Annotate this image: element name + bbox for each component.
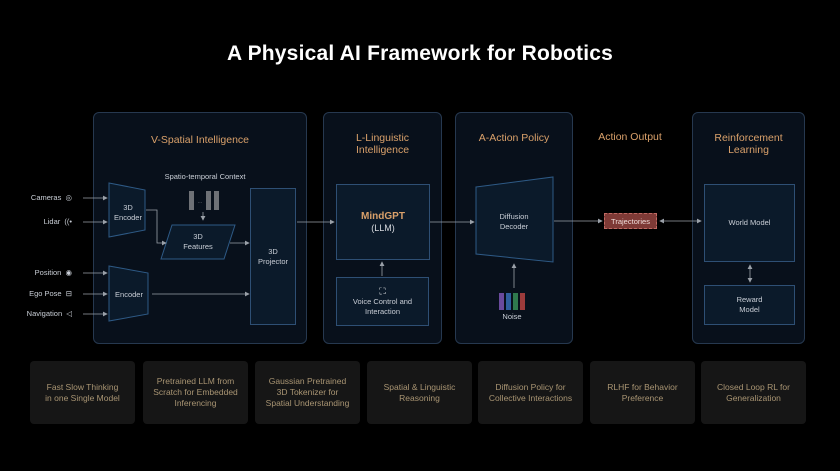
card-line: Fast Slow Thinking xyxy=(46,381,119,392)
encoder-label: Encoder xyxy=(115,290,143,299)
world-model-node: World Model xyxy=(704,184,795,262)
context-bar xyxy=(206,191,211,210)
input-cameras: Cameras ◎ xyxy=(31,193,72,202)
diffusion-decoder-shape xyxy=(475,176,554,263)
noise-bar xyxy=(513,293,518,310)
panel-heading: A-Action Policy xyxy=(478,132,550,144)
panel-heading: Reinforcement Learning xyxy=(693,132,804,156)
node-line: Model xyxy=(739,305,760,314)
reward-model-node: Reward Model xyxy=(704,285,795,325)
encoder-shape xyxy=(108,265,149,322)
card-line: Diffusion Policy for xyxy=(495,381,566,392)
node-line: Reward xyxy=(736,295,763,304)
navigation-arrow-icon: ◁ xyxy=(66,309,72,318)
noise-bar xyxy=(499,293,504,310)
card-line: Closed Loop RL for xyxy=(717,381,790,392)
card-line: Inferencing xyxy=(174,398,217,408)
panel-heading: L-Linguistic Intelligence xyxy=(324,132,441,156)
card-line: Reasoning xyxy=(399,392,440,403)
node-line: Decoder xyxy=(499,222,529,231)
page-title: A Physical AI Framework for Robotics xyxy=(226,42,614,65)
location-pin-icon: ◉ xyxy=(65,268,72,277)
card-line: RLHF for Behavior xyxy=(607,381,678,392)
card-line: Preference xyxy=(621,392,664,403)
card-line: Generalization xyxy=(726,392,781,403)
card-line: Scratch for Embedded xyxy=(153,387,238,397)
features-3d-shape xyxy=(160,224,236,260)
input-ego-pose: Ego Pose ⊟ xyxy=(29,289,72,298)
context-bar xyxy=(214,191,219,210)
card-line: Collective Interactions xyxy=(488,392,573,403)
node-line: Projector xyxy=(257,256,288,266)
heading-line: Reinforcement xyxy=(714,132,783,144)
card-line: Spatial & Linguistic xyxy=(383,381,456,392)
input-label: Position xyxy=(34,268,62,277)
heading-line: L-Linguistic xyxy=(355,132,410,144)
camera-icon: ◎ xyxy=(65,193,72,202)
voice-control-node: ⛶ Voice Control and Interaction xyxy=(336,277,429,326)
panel-heading: V-Spatial Intelligence xyxy=(150,134,250,146)
card-line: 3D Tokenizer for xyxy=(276,387,339,397)
context-ellipsis: ... xyxy=(198,199,202,205)
input-label: Cameras xyxy=(30,193,62,202)
mindgpt-node: MindGPT (LLM) xyxy=(336,184,430,260)
features-3d-label: 3D Features xyxy=(168,232,228,252)
card-line: Gaussian Pretrained xyxy=(268,376,347,386)
mindgpt-name: MindGPT xyxy=(361,211,405,222)
noise-bar xyxy=(506,293,511,310)
spatio-temporal-context-label: Spatio-temporal Context xyxy=(164,172,246,181)
heading-line: Learning xyxy=(728,144,769,156)
encoder-3d-label: 3D Encoder xyxy=(113,203,143,223)
encoder-3d-shape xyxy=(108,182,146,238)
node-line: 3D xyxy=(123,203,133,212)
card-line: in one Single Model xyxy=(45,392,120,403)
diffusion-decoder-label: Diffusion Decoder xyxy=(484,212,544,232)
flow-icon: ⛶ xyxy=(379,286,386,296)
input-label: Ego Pose xyxy=(29,289,62,298)
card-line: Spatial Understanding xyxy=(265,398,350,408)
node-line: 3D xyxy=(268,246,278,256)
input-lidar: Lidar ((• xyxy=(44,217,72,226)
trajectories-node: Trajectories xyxy=(604,213,657,229)
card-line: Pretrained LLM from xyxy=(156,376,235,386)
panel-heading-action-output: Action Output xyxy=(598,131,662,143)
context-bar xyxy=(189,191,194,210)
node-line: Voice Control and xyxy=(352,297,413,306)
node-line: Diffusion xyxy=(499,212,529,221)
node-line: Encoder xyxy=(114,213,142,222)
lidar-icon: ((• xyxy=(64,217,72,226)
mindgpt-sub: (LLM) xyxy=(371,223,395,233)
node-line: Features xyxy=(183,242,213,251)
noise-label: Noise xyxy=(502,312,522,321)
input-position: Position ◉ xyxy=(35,268,72,277)
node-line: 3D xyxy=(193,232,203,241)
projector-3d-node: 3D Projector xyxy=(250,188,296,325)
input-label: Lidar xyxy=(43,217,61,226)
node-line: Interaction xyxy=(364,307,401,316)
heading-line: Intelligence xyxy=(355,144,410,156)
input-label: Navigation xyxy=(26,309,63,318)
input-navigation: Navigation ◁ xyxy=(27,309,72,318)
noise-bar xyxy=(520,293,525,310)
car-icon: ⊟ xyxy=(65,289,72,298)
